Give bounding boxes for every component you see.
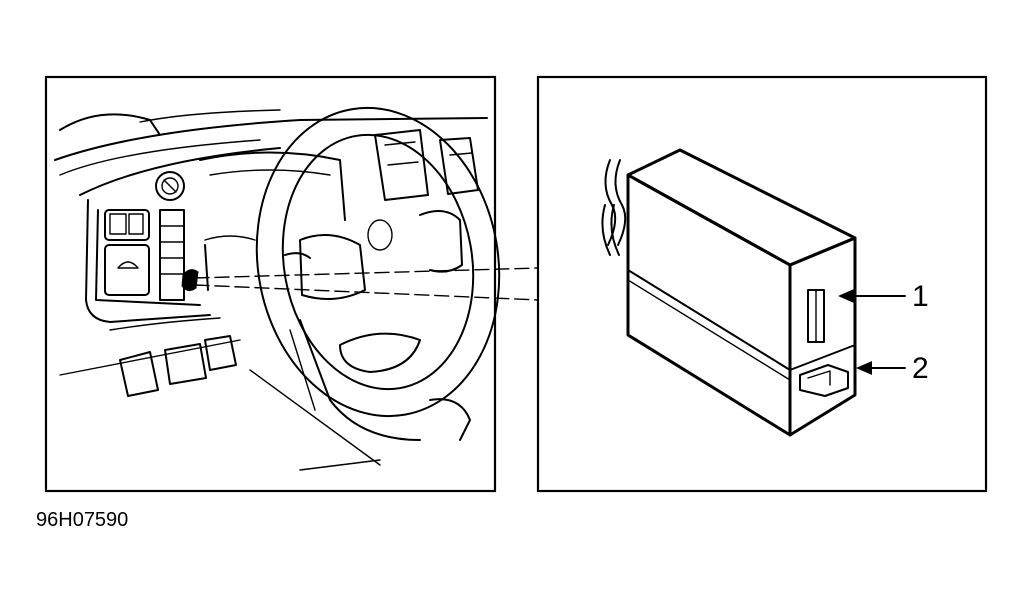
module-location-marker: [181, 269, 199, 292]
headlight-knob: [155, 171, 185, 201]
callout-2-label: 2: [912, 352, 929, 385]
callout-1: 1: [838, 280, 929, 313]
figure-id: 96H07590: [36, 509, 128, 531]
zoom-callout-lines: [194, 267, 539, 301]
callout-1-label: 1: [912, 280, 929, 313]
callout-2: 2: [856, 352, 929, 385]
module-detail-panel: 1 2: [536, 75, 988, 493]
right-panel-frame: [536, 75, 988, 493]
dashboard-illustration: [54, 106, 501, 471]
steering-wheel: [255, 106, 501, 418]
arrow-head-2: [856, 361, 872, 375]
connector-2: [799, 364, 849, 397]
arrow-head-1: [838, 289, 854, 303]
module-illustration: [601, 148, 857, 437]
left-panel-frame: [44, 75, 497, 493]
dashboard-view-panel: [44, 75, 501, 493]
